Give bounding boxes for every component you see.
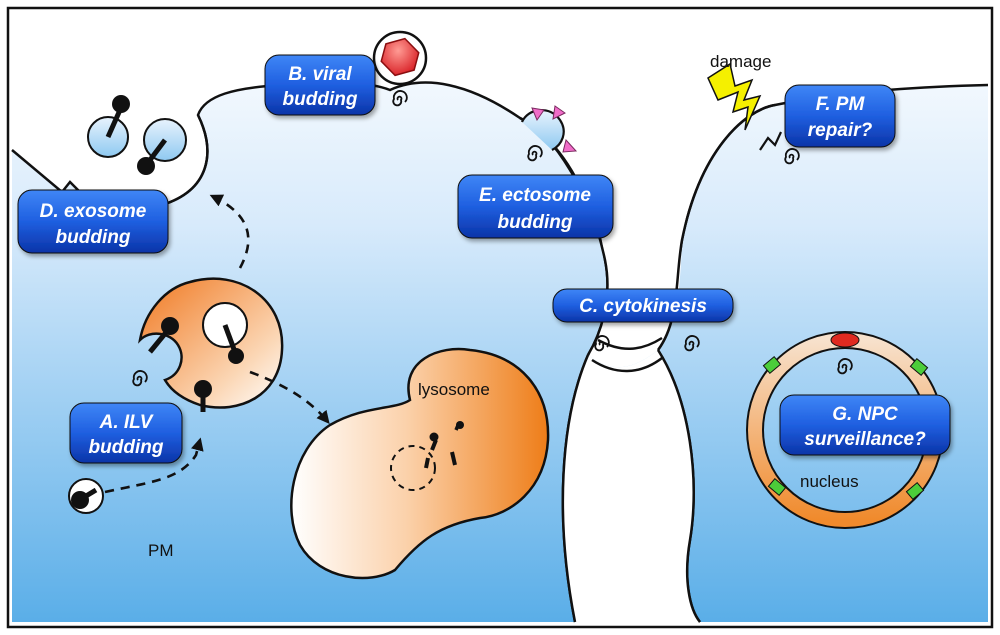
- spiral-icon: [392, 90, 408, 107]
- pink-marker-icon: [531, 107, 545, 122]
- pm-damage-notch: [759, 131, 782, 151]
- label-e-ectosome-budding: E. ectosome budding: [457, 174, 614, 239]
- label-c-line-1: C. cytokinesis: [579, 296, 707, 317]
- nucleus-label: nucleus: [800, 472, 859, 491]
- lightning-icon: [707, 62, 762, 131]
- label-b-line-2: budding: [283, 89, 358, 110]
- label-d-line-2: budding: [56, 227, 131, 248]
- npc-pore-icon: [767, 477, 787, 497]
- cell-gap: [562, 350, 700, 622]
- spiral-icon: [784, 148, 800, 165]
- escrt-spiral-icons: [132, 90, 853, 387]
- npc-pore-icon: [909, 357, 929, 377]
- label-e-line-2: budding: [498, 212, 573, 233]
- label-e-line-1: E. ectosome: [479, 185, 591, 206]
- label-g-npc-surveillance: G. NPC surveillance?: [779, 394, 951, 456]
- virus-capsid-icon: [380, 37, 420, 77]
- pink-marker-icon: [562, 138, 578, 153]
- exosome-vesicle-2: [137, 118, 187, 175]
- label-f-line-2: repair?: [808, 120, 873, 141]
- label-b-viral-budding: B. viral budding: [264, 54, 376, 116]
- label-a-line-1: A. ILV: [99, 412, 154, 433]
- label-d-line-1: D. exosome: [40, 201, 147, 222]
- pink-marker-icon: [552, 105, 566, 120]
- npc-pore-icon: [905, 481, 925, 501]
- exosome-vesicle-1: [87, 95, 130, 158]
- spiral-icon: [837, 358, 853, 375]
- label-g-line-1: G. NPC: [832, 404, 898, 425]
- spiral-icon: [594, 335, 610, 352]
- exosome-cup: [161, 114, 209, 207]
- viral-bud: [372, 30, 428, 86]
- pm-label: PM: [148, 541, 174, 560]
- ectosome-bud: [520, 105, 578, 153]
- label-g-line-2: surveillance?: [804, 429, 926, 450]
- spiral-icon: [132, 370, 148, 387]
- left-cell: [12, 13, 988, 622]
- label-a-line-2: budding: [89, 437, 164, 458]
- label-d-exosome-budding: D. exosome budding: [17, 189, 169, 254]
- arrow-pm-to-endosome: [104, 437, 204, 494]
- damage-label: damage: [710, 52, 771, 71]
- lysosome-label: lysosome: [418, 380, 490, 399]
- npc-pore-icon: [762, 355, 782, 375]
- spiral-icon: [527, 145, 543, 162]
- arrow-endosome-to-lysosome: [249, 370, 330, 425]
- label-b-line-1: B. viral: [288, 64, 352, 85]
- spiral-icon: [684, 335, 700, 352]
- endosome: [138, 277, 284, 412]
- npc-defect-icon: [830, 332, 860, 348]
- label-a-ilv-budding: A. ILV budding: [69, 402, 183, 464]
- label-f-line-1: F. PM: [816, 94, 866, 115]
- lysosome: [290, 347, 550, 580]
- pm-cargo: [68, 478, 104, 514]
- label-f-pm-repair: F. PM repair?: [784, 84, 896, 148]
- label-c-cytokinesis: C. cytokinesis: [552, 288, 734, 323]
- degradation-vesicle: [390, 445, 436, 491]
